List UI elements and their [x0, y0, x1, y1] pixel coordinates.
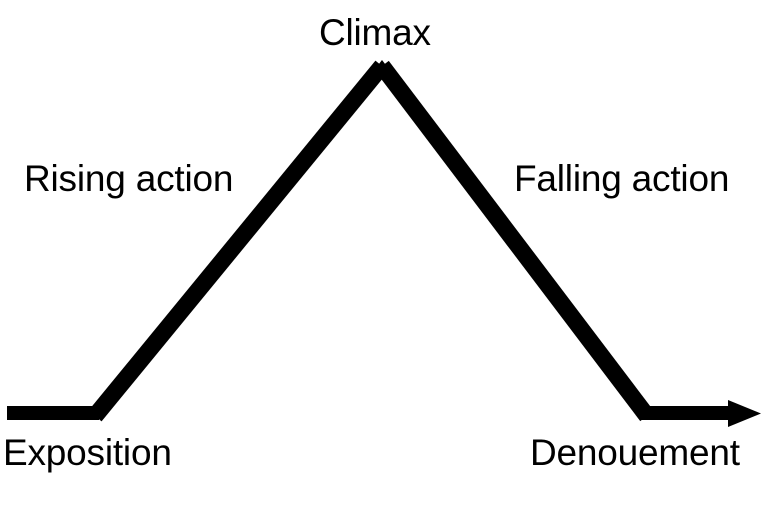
label-exposition: Exposition: [3, 432, 172, 473]
label-rising-action: Rising action: [24, 158, 234, 199]
label-falling-action: Falling action: [514, 158, 730, 199]
falling-action-line: [375, 60, 654, 422]
label-climax: Climax: [319, 12, 431, 53]
rising-action-line: [88, 60, 389, 422]
arrow-head-icon: [728, 400, 761, 427]
climax-apex: [372, 60, 392, 73]
label-denouement: Denouement: [530, 432, 740, 473]
